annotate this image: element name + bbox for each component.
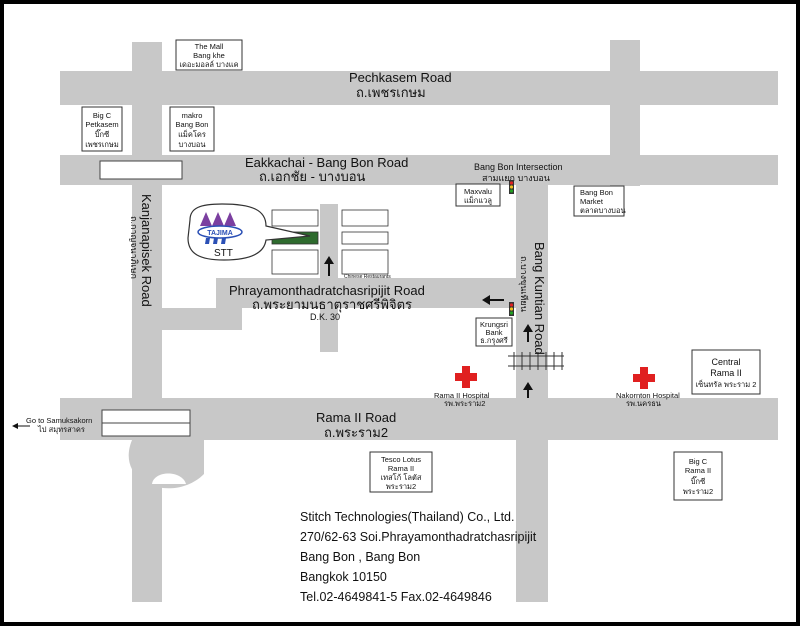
samuksakorn-label: Go to Samuksakorn bbox=[26, 416, 92, 425]
dk30-label: D.K. 30 bbox=[310, 312, 340, 322]
phraya-label: Phrayamonthadratchasripijit Road bbox=[229, 283, 425, 298]
svg-text:เทสโก้ โลตัส: เทสโก้ โลตัส bbox=[381, 473, 422, 482]
eakkachai-label: Eakkachai - Bang Bon Road bbox=[245, 155, 408, 170]
svg-text:Rama II: Rama II bbox=[685, 466, 711, 475]
pechkasem-road bbox=[60, 71, 778, 105]
svg-text:Maxvalu: Maxvalu bbox=[464, 187, 492, 196]
chinese-restaurants-label: Chinese Restaurants bbox=[344, 274, 391, 280]
svg-text:The Mall: The Mall bbox=[195, 42, 224, 51]
pechkasem-thai-label: ถ.เพชรเกษม bbox=[356, 85, 426, 100]
location-map: Pechkasem Road ถ.เพชรเกษม Eakkachai - Ba… bbox=[12, 39, 778, 602]
rama2-thai-label: ถ.พระราม2 bbox=[324, 425, 388, 440]
kanjanapisek-label: Kanjanapisek Road bbox=[139, 194, 154, 307]
svg-text:บางบอน: บางบอน bbox=[178, 140, 205, 149]
address-phone: Tel.02-4649841-5 Fax.02-4649846 bbox=[300, 590, 492, 604]
arrow-up-icon bbox=[324, 256, 334, 276]
svg-text:ธ.กรุงศรี: ธ.กรุงศรี bbox=[480, 336, 508, 345]
svg-text:Big C: Big C bbox=[689, 457, 708, 466]
svg-text:Bank: Bank bbox=[485, 328, 502, 337]
uturn-ramp bbox=[128, 440, 204, 489]
stt-label: STT bbox=[214, 248, 233, 259]
svg-text:แม็คโคร: แม็คโคร bbox=[178, 129, 206, 139]
railway-tracks bbox=[508, 352, 564, 370]
svg-text:Big C: Big C bbox=[93, 111, 112, 120]
eakkachai-thai-label: ถ.เอกชัย - บางบอน bbox=[259, 169, 366, 184]
bang-kuntian-road bbox=[516, 182, 548, 602]
dk30-soi bbox=[320, 204, 338, 352]
arrow-left-icon bbox=[482, 295, 504, 305]
svg-text:Bang khe: Bang khe bbox=[193, 51, 225, 60]
svg-text:Petkasem: Petkasem bbox=[85, 120, 118, 129]
svg-text:ตลาดบางบอน: ตลาดบางบอน bbox=[580, 206, 626, 215]
svg-text:Rama II: Rama II bbox=[710, 368, 742, 378]
arrow-up-icon bbox=[523, 324, 533, 342]
nakornton-hospital-icon bbox=[633, 367, 655, 389]
rama2-label: Rama II Road bbox=[316, 410, 396, 425]
svg-text:Krungsri: Krungsri bbox=[480, 320, 508, 329]
svg-text:แม็กแวลู: แม็กแวลู bbox=[464, 195, 492, 205]
svg-text:makro: makro bbox=[182, 111, 203, 120]
tajima-logo-icon: TAJIMA bbox=[197, 212, 243, 244]
phraya-thai-label: ถ.พระยามนธาตุราชศรีพิจิตร bbox=[252, 297, 412, 313]
nakornton-hospital-thai-label: รพ.นครธน bbox=[626, 399, 661, 408]
intersection-thai-label: สามแยก บางบอน bbox=[482, 173, 550, 183]
bigc-rama2-box: Big C Rama II บิ๊กซี พระราม2 bbox=[673, 451, 723, 501]
kanjanapisek-thai-label: ถ.กาญจนาภิเษก bbox=[129, 216, 139, 279]
bigc-petkasem-box: Big C Petkasem บิ๊กซี เพชรเกษม bbox=[81, 106, 123, 152]
svg-text:บิ๊กซี: บิ๊กซี bbox=[95, 129, 110, 139]
rama2-hospital-thai-label: รพ.พระราม2 bbox=[444, 399, 485, 408]
traffic-light-icon bbox=[509, 180, 514, 194]
the-mall-box: The Mall Bang khe เดอะมอลล์ บางแค bbox=[175, 39, 243, 71]
arrow-up-icon bbox=[523, 382, 533, 398]
svg-text:Rama II: Rama II bbox=[388, 464, 414, 473]
direction-arrows bbox=[12, 256, 533, 429]
svg-text:Central: Central bbox=[711, 357, 740, 367]
east-connector-road bbox=[610, 40, 640, 186]
svg-text:พระราม2: พระราม2 bbox=[386, 482, 416, 491]
svg-text:Tesco Lotus: Tesco Lotus bbox=[381, 455, 421, 464]
svg-text:เซ็นทรัล พระราม 2: เซ็นทรัล พระราม 2 bbox=[696, 379, 757, 389]
arrow-left-icon bbox=[12, 423, 30, 429]
map-frame: Pechkasem Road ถ.เพชรเกษม Eakkachai - Ba… bbox=[4, 4, 796, 622]
road-network bbox=[60, 40, 778, 602]
overpass-north bbox=[99, 160, 183, 180]
samuksakorn-thai-label: ไป สมุทรสาคร bbox=[37, 425, 85, 434]
central-rama2-box: Central Rama II เซ็นทรัล พระราม 2 bbox=[691, 349, 761, 395]
svg-text:เพชรเกษม: เพชรเกษม bbox=[85, 140, 119, 149]
rama2-hospital-label: Rama II Hospital bbox=[434, 391, 490, 400]
svg-text:บิ๊กซี: บิ๊กซี bbox=[691, 476, 706, 486]
intersection-label: Bang Bon Intersection bbox=[474, 162, 563, 172]
traffic-light-icon bbox=[509, 302, 514, 316]
makro-box: makro Bang Bon แม็คโคร บางบอน bbox=[169, 106, 215, 152]
rama2-hospital-icon bbox=[455, 366, 477, 388]
svg-text:Bang Bon: Bang Bon bbox=[176, 120, 209, 129]
address-district: Bang Bon , Bang Bon bbox=[300, 550, 421, 564]
phraya-road bbox=[216, 278, 518, 308]
phraya-west-spur bbox=[162, 308, 242, 330]
pechkasem-label: Pechkasem Road bbox=[349, 70, 452, 85]
stt-callout: TAJIMA STT bbox=[187, 203, 311, 261]
maxvalu-box: Maxvalu แม็กแวลู bbox=[455, 183, 501, 207]
krungsri-box: Krungsri Bank ธ.กรุงศรี bbox=[475, 317, 513, 347]
tajima-logo-text: TAJIMA bbox=[207, 230, 233, 237]
factory-buildings bbox=[271, 209, 389, 275]
address-city: Bangkok 10150 bbox=[300, 570, 387, 584]
svg-text:Bang Bon: Bang Bon bbox=[580, 188, 613, 197]
bangkuntian-thai-label: ถ.บางขุนเทียน bbox=[518, 256, 529, 312]
tesco-lotus-box: Tesco Lotus Rama II เทสโก้ โลตัส พระราม2 bbox=[369, 451, 433, 493]
bangbon-market-box: Bang Bon Market ตลาดบางบอน bbox=[573, 185, 626, 217]
address-street: 270/62-63 Soi.Phrayamonthadratchasripiji… bbox=[300, 530, 537, 544]
nakornton-hospital-label: Nakornton Hospital bbox=[616, 391, 680, 400]
svg-text:พระราม2: พระราม2 bbox=[683, 487, 713, 496]
kanjanapisek-road bbox=[132, 42, 162, 602]
svg-text:เดอะมอลล์ บางแค: เดอะมอลล์ บางแค bbox=[179, 60, 238, 69]
uturn-island bbox=[152, 473, 186, 484]
bangkuntian-label: Bang Kuntian Road bbox=[532, 242, 547, 355]
svg-text:Market: Market bbox=[580, 197, 604, 206]
company-name: Stitch Technologies(Thailand) Co., Ltd. bbox=[300, 510, 515, 524]
